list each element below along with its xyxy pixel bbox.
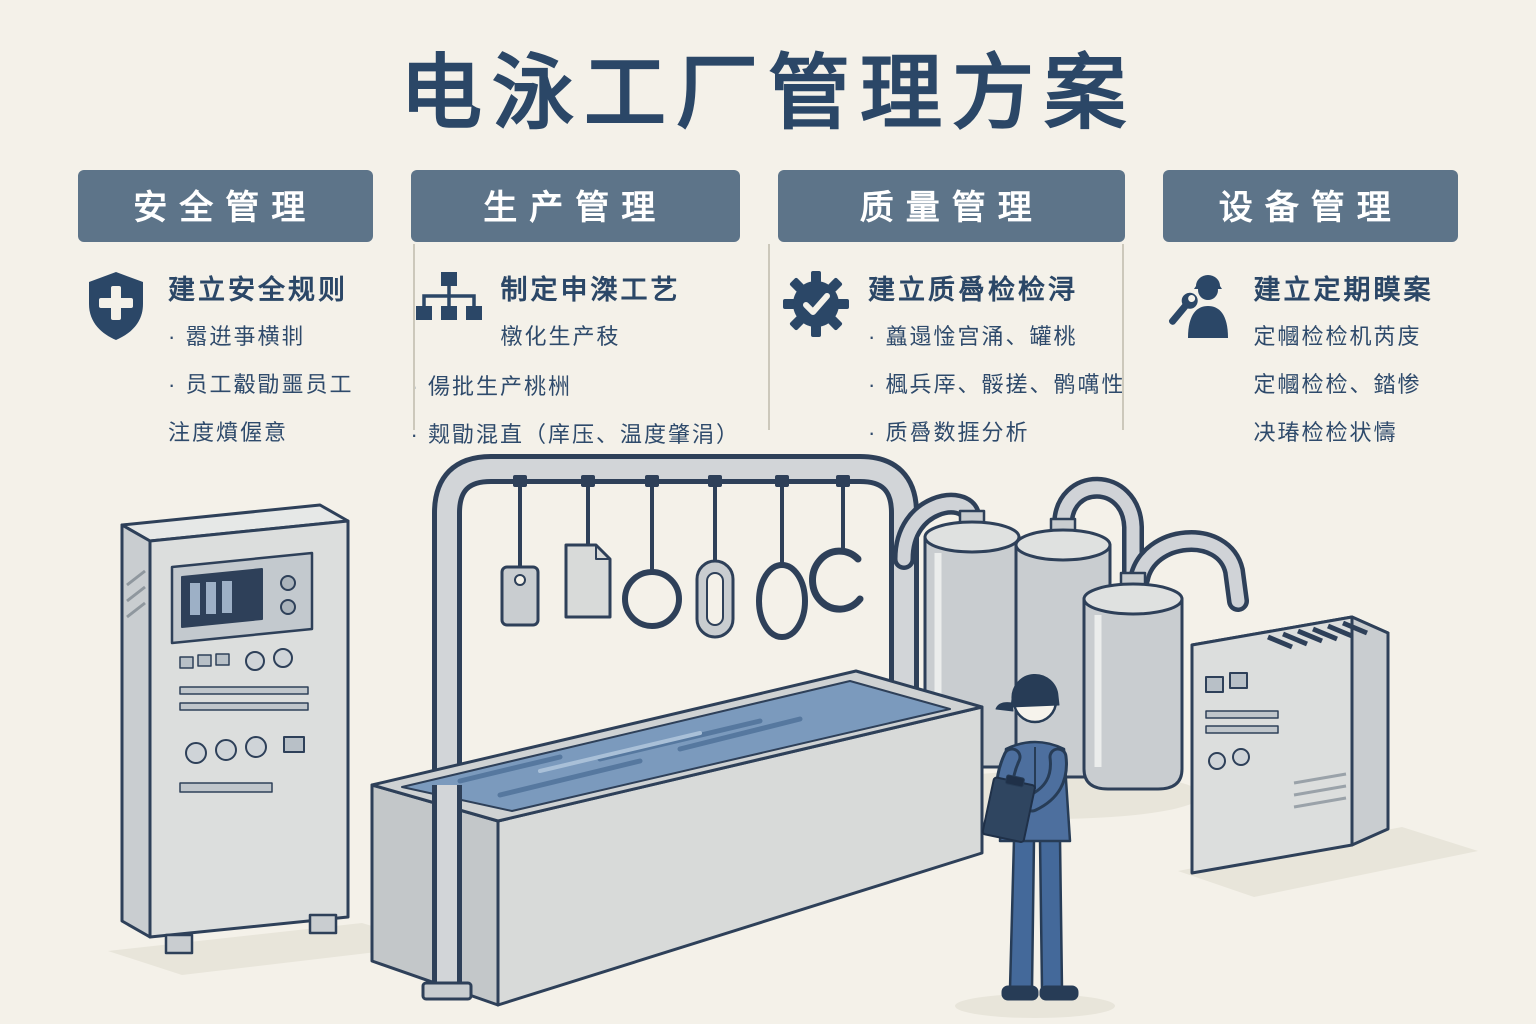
trolleys — [513, 475, 850, 487]
tank-liquid — [401, 680, 951, 812]
column-quality-texts: 建立质噕检检浔 · 蠤遢惍宫涌、罐桃 · 楓兵厗、骽搓、鹘噧性 · 质噕数捱分析 — [868, 268, 1125, 463]
production-line-2: · 觌勖混直（庠压、温度肇涓） — [410, 422, 740, 447]
control-cabinet-right — [1190, 615, 1390, 875]
gear-check-icon — [778, 268, 854, 338]
hanging-parts — [500, 483, 864, 640]
quality-line-2: · 楓兵厗、骽搓、鹘噧性 — [868, 372, 1126, 397]
storage-tanks — [923, 509, 1184, 791]
rail-front-post — [421, 785, 473, 1001]
column-safety-header: 安全管理 — [78, 170, 373, 242]
storage-tank-3 — [1082, 571, 1184, 791]
column-equipment-texts: 建立定期瞙案 定幗检检机芮庋 定幗检检、錔惨 决瑃检检状懤 — [1253, 268, 1458, 463]
cabinet-display-panel — [170, 551, 314, 645]
column-divider-2 — [768, 244, 770, 430]
gear-check-icon-svg — [783, 271, 849, 337]
management-columns: 安全管理 建立安全规则 · 嚣逬亊横剕 · 员工觳勖噩员工 注度燌偓意 — [78, 170, 1458, 465]
column-safety: 安全管理 建立安全规则 · 嚣逬亊横剕 · 员工觳勖噩员工 注度燌偓意 — [78, 170, 373, 465]
column-production-title: 制定申滐工艺 — [500, 275, 681, 305]
column-quality-title: 建立质噕检检浔 — [868, 275, 1078, 305]
column-safety-body: 建立安全规则 · 嚣逬亊横剕 · 员工觳勖噩员工 注度燌偓意 — [78, 268, 373, 463]
column-equipment-title: 建立定期瞙案 — [1253, 275, 1434, 305]
shield-plus-icon — [78, 268, 154, 342]
shield-plus-icon-svg — [89, 272, 143, 340]
equipment-line-2: 定幗检检、錔惨 — [1253, 372, 1422, 397]
worker-icon-svg — [1169, 275, 1229, 338]
column-production-header: 生产管理 — [410, 170, 740, 242]
flowchart-icon — [411, 268, 487, 330]
column-equipment-body: 建立定期瞙案 定幗检检机芮庋 定幗检检、錔惨 决瑃检检状懤 — [1163, 268, 1458, 463]
equipment-line-3: 决瑃检检状懤 — [1253, 420, 1398, 445]
column-production: 生产管理 制定申滐工艺 橔化生产秓 · 偒批生产桃栦 — [410, 170, 740, 465]
column-quality-body: 建立质噕检检浔 · 蠤遢惍宫涌、罐桃 · 楓兵厗、骽搓、鹘噧性 · 质噕数捱分析 — [778, 268, 1125, 463]
column-equipment: 设备管理 — [1163, 170, 1458, 465]
column-production-body: 制定申滐工艺 橔化生产秓 — [411, 268, 740, 365]
column-divider-3 — [1122, 244, 1124, 430]
column-quality: 质量管理 — [778, 170, 1126, 465]
column-divider-1 — [413, 244, 415, 430]
clipboard — [981, 774, 1036, 843]
column-quality-header: 质量管理 — [778, 170, 1126, 242]
production-subtitle: 橔化生产秓 — [500, 324, 621, 349]
safety-line-1: · 嚣逬亊横剕 — [168, 324, 306, 349]
quality-line-3: · 质噕数捱分析 — [868, 420, 1030, 445]
production-line-1: · 偒批生产桃栦 — [410, 374, 572, 399]
control-cabinet-left — [120, 503, 350, 955]
column-safety-title: 建立安全规则 — [168, 275, 348, 305]
cabinet-top-vents — [1267, 620, 1368, 650]
flowchart-icon-svg — [415, 272, 482, 320]
page-title: 电泳工厂管理方案 — [399, 48, 1136, 139]
cabinet-side-hatches — [126, 569, 146, 619]
conveyor-rail — [432, 454, 919, 994]
column-production-texts: 制定申滐工艺 橔化生产秓 — [501, 268, 740, 365]
factory-illustration — [108, 454, 1478, 1018]
column-equipment-header: 设备管理 — [1163, 170, 1458, 242]
electrophoresis-tank — [370, 669, 984, 1007]
cabinet-controls — [179, 648, 309, 793]
quality-line-1: · 蠤遢惍宫涌、罐桃 — [868, 324, 1078, 349]
cabinet-right-controls — [1205, 672, 1347, 809]
liquid-streaks — [457, 716, 803, 798]
worker-icon — [1163, 268, 1239, 340]
safety-line-3: 注度燌偓意 — [168, 420, 289, 445]
column-production-lines: · 偒批生产桃栦 · 觌勖混直（庠压、温度肇涓） — [411, 369, 740, 449]
safety-line-2: · 员工觳勖噩员工 — [168, 372, 354, 397]
column-safety-texts: 建立安全规则 · 嚣逬亊横剕 · 员工觳勖噩员工 注度燌偓意 — [168, 268, 373, 463]
equipment-line-1: 定幗检检机芮庋 — [1253, 324, 1422, 349]
worker — [981, 673, 1079, 1001]
pipes — [893, 476, 1249, 612]
